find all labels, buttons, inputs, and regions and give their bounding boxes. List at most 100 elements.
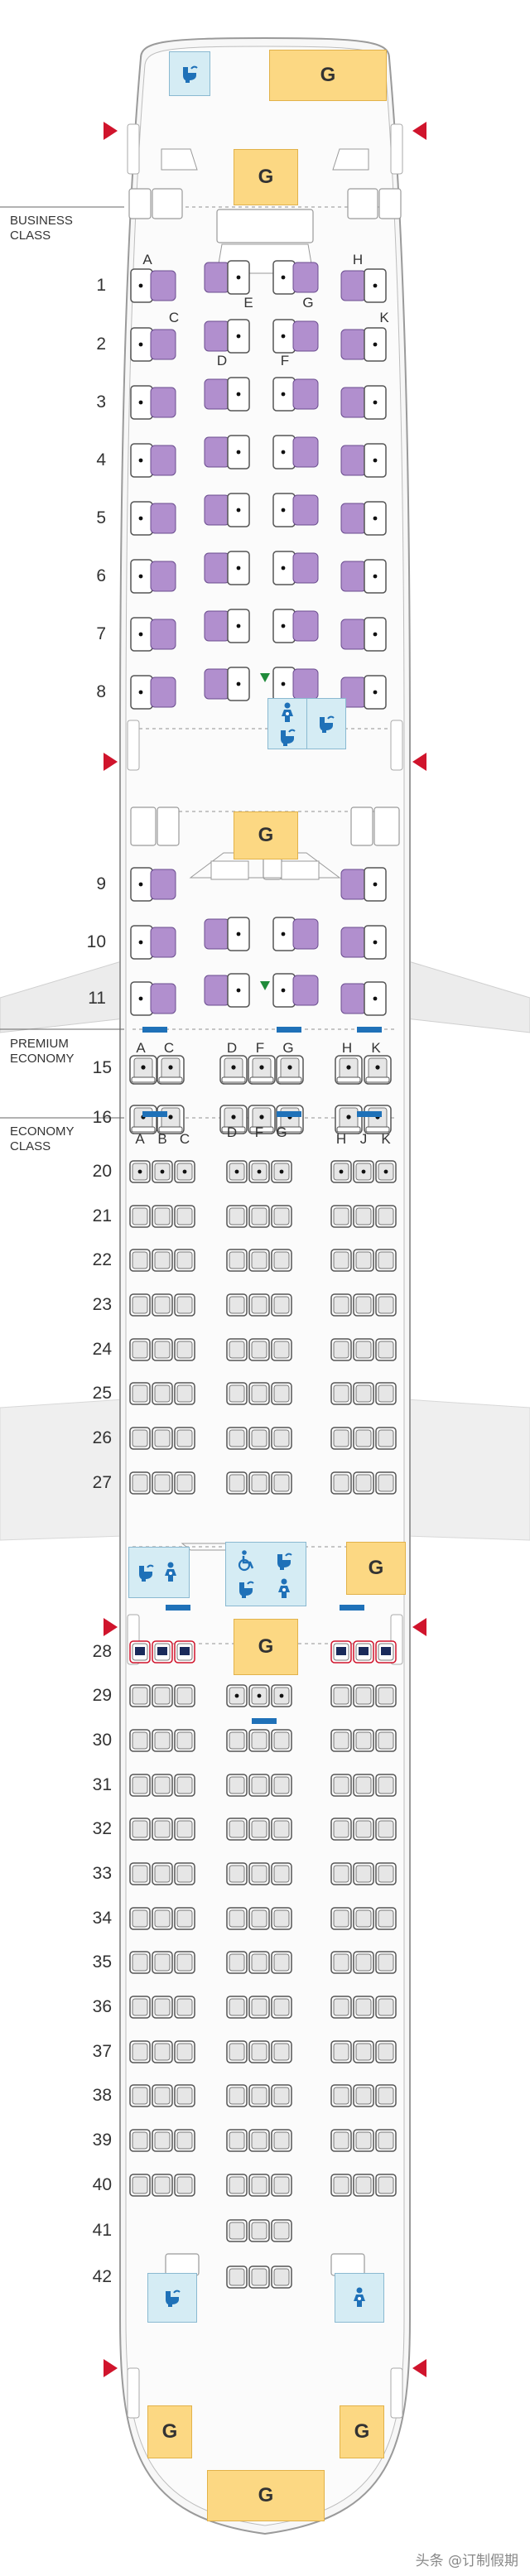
seat[interactable] <box>248 1862 270 1885</box>
seat[interactable] <box>130 981 176 1016</box>
seat[interactable] <box>226 1907 248 1930</box>
seat[interactable] <box>375 1951 397 1974</box>
seat[interactable] <box>152 1382 173 1405</box>
seat[interactable] <box>248 1729 270 1752</box>
seat[interactable] <box>271 1684 292 1707</box>
seat[interactable] <box>129 1055 157 1085</box>
seat[interactable] <box>353 1471 374 1495</box>
seat[interactable] <box>226 1160 248 1183</box>
seat[interactable] <box>174 1160 195 1183</box>
seat[interactable] <box>204 493 250 527</box>
seat[interactable] <box>152 1729 173 1752</box>
seat[interactable] <box>226 1818 248 1841</box>
seat[interactable] <box>340 981 387 1016</box>
seat[interactable] <box>248 1818 270 1841</box>
seat[interactable] <box>152 2129 173 2152</box>
seat[interactable] <box>129 1640 151 1664</box>
seat[interactable] <box>353 1862 374 1885</box>
seat[interactable] <box>330 1338 352 1361</box>
seat[interactable] <box>174 1818 195 1841</box>
seat[interactable] <box>248 1774 270 1797</box>
seat[interactable] <box>129 1862 151 1885</box>
seat[interactable] <box>272 917 319 951</box>
seat[interactable] <box>353 1907 374 1930</box>
seat[interactable] <box>129 1249 151 1272</box>
seat[interactable] <box>174 1471 195 1495</box>
seat[interactable] <box>353 2040 374 2063</box>
seat[interactable] <box>271 1774 292 1797</box>
seat[interactable] <box>174 1684 195 1707</box>
seat[interactable] <box>353 1249 374 1272</box>
seat[interactable] <box>152 1338 173 1361</box>
seat[interactable] <box>353 2174 374 2197</box>
seat[interactable] <box>353 1951 374 1974</box>
seat[interactable] <box>248 2084 270 2107</box>
seat[interactable] <box>248 1160 270 1183</box>
seat[interactable] <box>152 2040 173 2063</box>
seat[interactable] <box>129 1774 151 1797</box>
seat[interactable] <box>129 1684 151 1707</box>
seat[interactable] <box>226 1427 248 1450</box>
seat[interactable] <box>340 867 387 902</box>
seat[interactable] <box>330 1996 352 2019</box>
seat[interactable] <box>330 1951 352 1974</box>
seat[interactable] <box>130 675 176 710</box>
seat[interactable] <box>340 501 387 536</box>
seat[interactable] <box>353 1996 374 2019</box>
seat[interactable] <box>204 319 250 354</box>
seat[interactable] <box>152 1684 173 1707</box>
seat[interactable] <box>248 1951 270 1974</box>
seat[interactable] <box>271 2040 292 2063</box>
seat[interactable] <box>129 1471 151 1495</box>
seat[interactable] <box>375 1427 397 1450</box>
seat[interactable] <box>340 268 387 303</box>
seat[interactable] <box>130 385 176 420</box>
seat[interactable] <box>226 1862 248 1885</box>
seat[interactable] <box>226 2129 248 2152</box>
seat[interactable] <box>271 1907 292 1930</box>
seat[interactable] <box>340 443 387 478</box>
seat[interactable] <box>272 667 319 701</box>
seat[interactable] <box>330 1427 352 1450</box>
seat[interactable] <box>129 1160 151 1183</box>
seat[interactable] <box>129 1996 151 2019</box>
seat[interactable] <box>204 260 250 295</box>
seat[interactable] <box>340 675 387 710</box>
seat[interactable] <box>364 1055 392 1085</box>
seat[interactable] <box>272 551 319 585</box>
seat[interactable] <box>248 1205 270 1228</box>
seat[interactable] <box>272 260 319 295</box>
seat[interactable] <box>330 1729 352 1752</box>
seat[interactable] <box>248 1249 270 1272</box>
seat[interactable] <box>204 917 250 951</box>
seat[interactable] <box>375 1774 397 1797</box>
seat[interactable] <box>330 1293 352 1317</box>
seat[interactable] <box>219 1055 248 1085</box>
seat[interactable] <box>129 1427 151 1450</box>
seat[interactable] <box>157 1105 185 1134</box>
seat[interactable] <box>226 1951 248 1974</box>
seat[interactable] <box>174 1774 195 1797</box>
seat[interactable] <box>353 2129 374 2152</box>
seat[interactable] <box>340 617 387 652</box>
seat[interactable] <box>353 1160 374 1183</box>
seat[interactable] <box>174 1427 195 1450</box>
seat[interactable] <box>152 1471 173 1495</box>
seat[interactable] <box>375 1293 397 1317</box>
seat[interactable] <box>330 2084 352 2107</box>
seat[interactable] <box>129 1338 151 1361</box>
seat[interactable] <box>129 1205 151 1228</box>
seat[interactable] <box>375 2174 397 2197</box>
seat[interactable] <box>248 1996 270 2019</box>
seat[interactable] <box>330 1684 352 1707</box>
seat[interactable] <box>340 385 387 420</box>
seat[interactable] <box>174 2174 195 2197</box>
seat[interactable] <box>174 1951 195 1974</box>
seat[interactable] <box>271 1160 292 1183</box>
seat[interactable] <box>248 2219 270 2242</box>
seat[interactable] <box>152 1427 173 1450</box>
seat[interactable] <box>353 1729 374 1752</box>
seat[interactable] <box>226 2040 248 2063</box>
seat[interactable] <box>330 1862 352 1885</box>
seat[interactable] <box>174 1293 195 1317</box>
